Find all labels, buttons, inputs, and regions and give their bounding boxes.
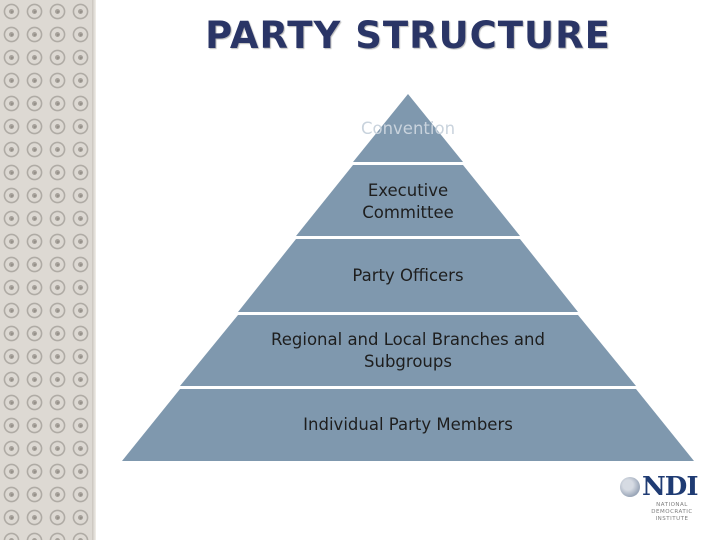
globe-icon xyxy=(620,477,640,497)
pyramid-tier-convention xyxy=(353,94,463,162)
border-divider xyxy=(92,0,96,540)
ndi-logo: NDI NATIONAL DEMOCRATIC INSTITUTE xyxy=(620,470,706,528)
slide-title: PARTY STRUCTURE xyxy=(205,14,611,57)
tier-label-individual-members: Individual Party Members xyxy=(303,415,513,434)
pyramid-tier-executive-committee xyxy=(296,165,520,236)
pyramid-tier-party-officers xyxy=(238,239,578,312)
ndi-logo-subtitle: NATIONAL DEMOCRATIC INSTITUTE xyxy=(651,502,693,522)
pyramid-tier-regional-branches xyxy=(180,315,636,386)
tier-label-regional-branches: Regional and Local Branches and Subgroup… xyxy=(271,330,545,371)
tier-label-executive-committee: Executive Committee xyxy=(362,181,454,222)
ndi-logo-mark: NDI xyxy=(620,472,698,502)
tier-label-convention: Convention xyxy=(360,119,456,138)
ndi-logo-text: NDI xyxy=(642,472,698,502)
pyramid-tier-individual-members xyxy=(122,389,694,461)
tier-label-party-officers: Party Officers xyxy=(352,266,464,285)
decorative-border xyxy=(0,0,92,540)
